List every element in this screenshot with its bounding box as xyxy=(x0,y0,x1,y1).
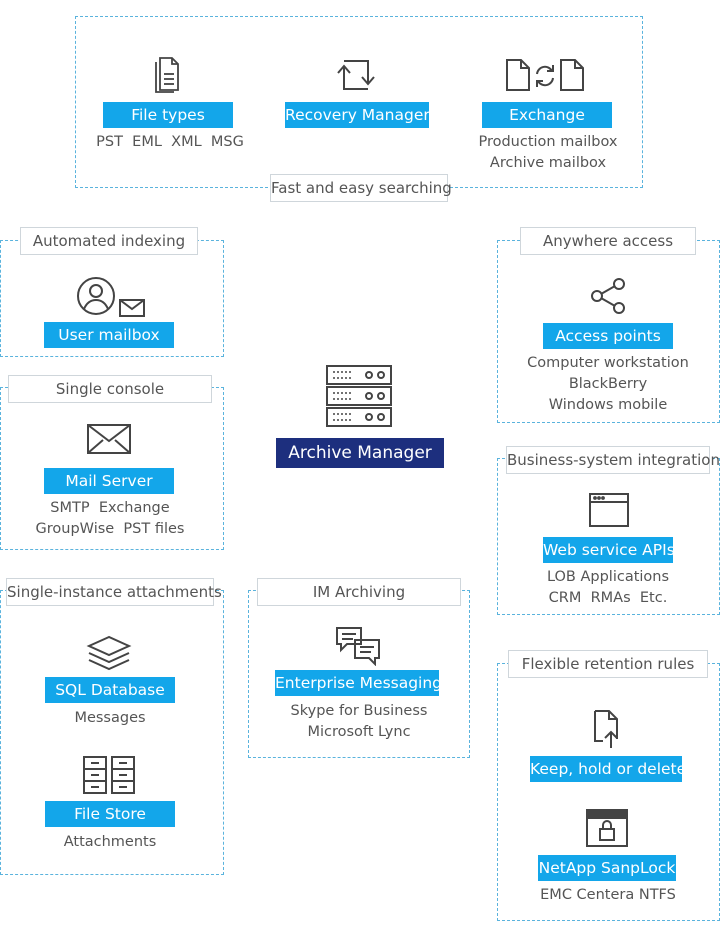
document-icon xyxy=(150,54,184,94)
user-mail-icon xyxy=(76,276,148,320)
file-store-label: File Store xyxy=(45,801,175,827)
layers-icon xyxy=(86,634,132,672)
im-panel-tag: IM Archiving xyxy=(257,578,461,606)
top-panel-tag: Fast and easy searching xyxy=(270,174,452,202)
refresh-icon xyxy=(334,55,378,95)
business-line2: CRM RMAs Etc. xyxy=(548,590,668,606)
anywhere-line3: Windows mobile xyxy=(548,397,668,413)
sync-documents-icon xyxy=(503,56,587,94)
file-cabinet-icon xyxy=(82,755,136,795)
netapp-snaplock-label: NetApp SanpLock xyxy=(538,855,676,881)
envelope-icon xyxy=(86,423,132,455)
console-panel-tag: Single console xyxy=(8,375,212,403)
indexing-panel-tag: Automated indexing xyxy=(20,227,198,255)
retention-panel-tag: Flexible retention rules xyxy=(508,650,708,678)
anywhere-line1: Computer workstation xyxy=(527,355,689,371)
im-line1: Skype for Business xyxy=(290,703,428,719)
business-line1: LOB Applications xyxy=(546,569,670,585)
share-icon xyxy=(589,278,627,314)
access-points-label: Access points xyxy=(543,323,673,349)
exchange-line1: Production mailbox xyxy=(478,134,618,150)
anywhere-panel-tag: Anywhere access xyxy=(520,227,696,255)
sql-database-sub: Messages xyxy=(74,710,146,726)
recovery-manager-label: Recovery Manager xyxy=(285,102,430,128)
anywhere-line2: BlackBerry xyxy=(568,376,648,392)
chat-bubbles-icon xyxy=(333,624,383,666)
server-rack-icon xyxy=(325,364,393,428)
retention-panel xyxy=(497,663,720,921)
exchange-label: Exchange xyxy=(482,102,612,128)
business-panel-tag: Business-system integration xyxy=(506,446,720,474)
attachments-panel-tag: Single-instance attachments xyxy=(6,578,222,606)
sql-database-label: SQL Database xyxy=(45,677,175,703)
file-upload-icon xyxy=(592,708,622,750)
file-types-formats: PST EML XML MSG xyxy=(96,134,244,150)
user-mailbox-label: User mailbox xyxy=(44,322,174,348)
im-line2: Microsoft Lync xyxy=(307,724,411,740)
file-types-label: File types xyxy=(103,102,233,128)
enterprise-messaging-label: Enterprise Messaging xyxy=(275,670,442,696)
mail-server-line1: SMTP Exchange xyxy=(50,500,170,516)
file-store-sub: Attachments xyxy=(63,834,157,850)
exchange-line2: Archive mailbox xyxy=(489,155,607,171)
browser-window-icon xyxy=(588,492,630,528)
web-service-apis-label: Web service APIs xyxy=(543,537,675,563)
mail-server-label: Mail Server xyxy=(44,468,174,494)
netapp-snaplock-sub: EMC Centera NTFS xyxy=(540,887,676,903)
mail-server-line2: GroupWise PST files xyxy=(35,521,185,537)
locked-window-icon xyxy=(585,808,629,848)
archive-manager-label: Archive Manager xyxy=(276,438,444,468)
keep-hold-delete-label: Keep, hold or delete xyxy=(530,756,686,782)
